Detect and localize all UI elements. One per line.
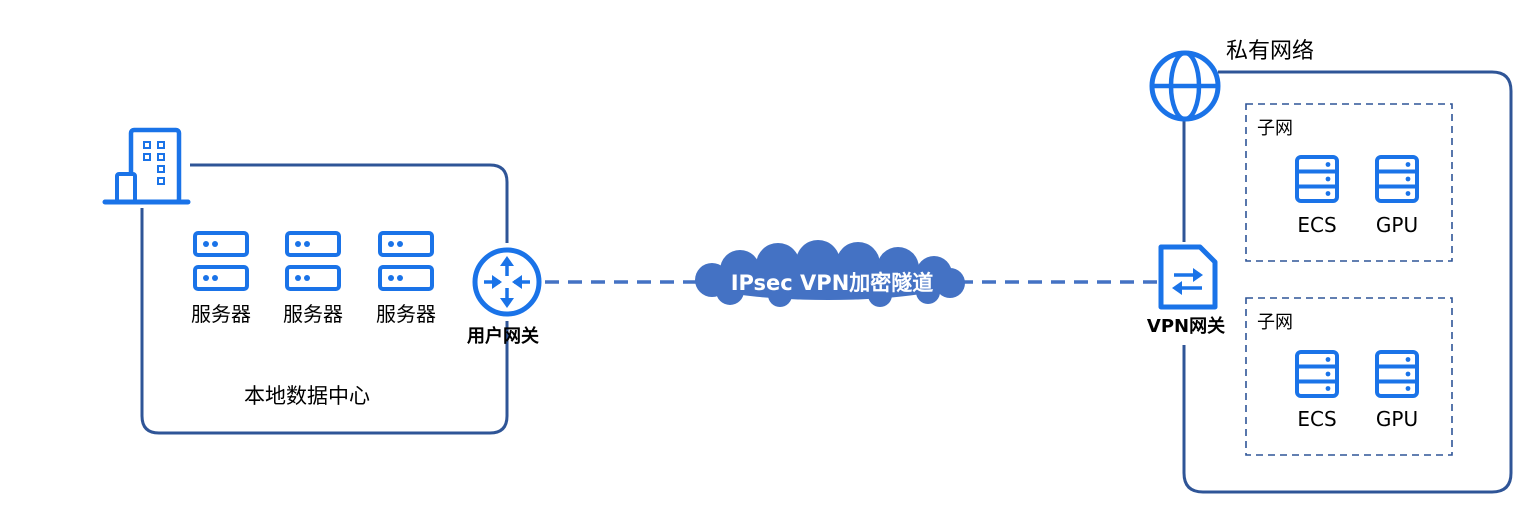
host-label-ecs: ECS	[1297, 213, 1336, 237]
server-icon	[193, 231, 249, 257]
subnet-frame	[1245, 297, 1453, 456]
server-icon	[378, 231, 434, 257]
host-label-ecs: ECS	[1297, 407, 1336, 431]
vpc-title: 私有网络	[1226, 39, 1314, 64]
tunnel-label: IPsec VPN加密隧道	[731, 271, 934, 295]
user-gateway-label: 用户网关	[467, 325, 539, 347]
server-label: 服务器	[283, 302, 343, 326]
server-rack-icon	[1295, 350, 1339, 398]
onprem-title: 本地数据中心	[244, 384, 370, 408]
server-icon	[285, 265, 341, 291]
office-building-icon	[102, 127, 191, 205]
subnet-title: 子网	[1257, 118, 1293, 139]
onprem-server-1: 服务器	[191, 231, 251, 326]
server-rack-icon	[1375, 350, 1419, 398]
vpn-gateway: VPN网关	[1147, 244, 1225, 337]
server-rack-icon	[1375, 155, 1419, 203]
server-icon	[285, 231, 341, 257]
subnet-1: 子网 ECS GPU	[1245, 103, 1453, 262]
vpc-frame	[1182, 70, 1513, 494]
subnet-2: 子网 ECS GPU	[1245, 297, 1453, 456]
onprem-datacenter: 服务器 服务器 服务器 本地数据中心	[102, 127, 542, 435]
onprem-server-2: 服务器	[283, 231, 343, 326]
vpn-gateway-icon	[1158, 244, 1218, 310]
server-icon	[193, 265, 249, 291]
vpn-gateway-label: VPN网关	[1147, 315, 1225, 337]
subnet-title: 子网	[1257, 312, 1293, 333]
user-gateway: 用户网关	[467, 247, 542, 347]
server-rack-icon	[1295, 155, 1339, 203]
subnet-frame	[1245, 103, 1453, 262]
ipsec-tunnel-cloud: IPsec VPN加密隧道	[695, 240, 965, 307]
onprem-server-3: 服务器	[376, 231, 436, 326]
host-label-gpu: GPU	[1376, 407, 1418, 431]
server-label: 服务器	[191, 302, 251, 326]
onprem-frame	[140, 163, 509, 435]
host-label-gpu: GPU	[1376, 213, 1418, 237]
private-network: 私有网络 VPN网关 子网	[1147, 39, 1513, 494]
server-label: 服务器	[376, 302, 436, 326]
server-icon	[378, 265, 434, 291]
globe-icon	[1149, 50, 1221, 122]
router-icon	[472, 247, 542, 317]
